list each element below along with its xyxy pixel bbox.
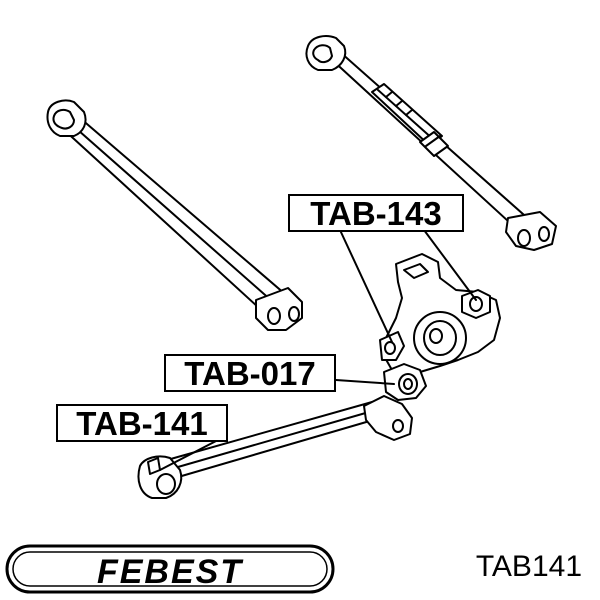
callout-tab-141: TAB-141 — [56, 404, 228, 442]
callout-label: TAB-143 — [310, 194, 442, 232]
leader-lines — [159, 229, 477, 471]
upper-adjustable-arm — [305, 35, 557, 251]
febest-logo: FEBEST — [5, 544, 335, 594]
callout-tab-143: TAB-143 — [288, 194, 464, 232]
knuckle-assembly — [379, 253, 501, 401]
lower-arm — [137, 395, 413, 499]
callout-label: TAB-017 — [184, 354, 316, 392]
left-lateral-arm — [46, 99, 303, 331]
brand-name: FEBEST — [97, 553, 244, 591]
part-number: TAB141 — [475, 550, 582, 583]
callout-label: TAB-141 — [76, 404, 208, 442]
callout-tab-017: TAB-017 — [164, 354, 336, 392]
